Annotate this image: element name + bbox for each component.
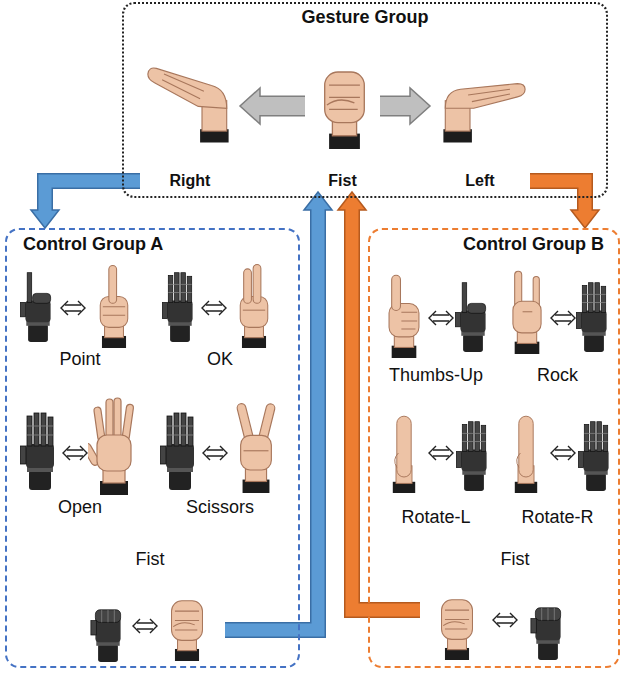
- arrow-shaft: [380, 97, 411, 115]
- group-title: Gesture Group: [301, 7, 428, 29]
- double-arrow: [551, 446, 575, 460]
- arrow-head: [571, 210, 599, 228]
- arrow-outline: [225, 209, 318, 630]
- node-label: Scissors: [186, 497, 254, 519]
- control-item: Thumbs-Up: [376, 268, 496, 388]
- node-label: Rock: [537, 365, 578, 387]
- human-hand: [240, 265, 268, 348]
- arrow-head: [240, 88, 260, 124]
- arrow-head: [338, 192, 366, 210]
- robot-hand: [160, 413, 194, 490]
- block-arrow: [380, 88, 430, 124]
- robot-hand: [578, 422, 609, 491]
- double-arrow: [61, 301, 85, 315]
- node-label: Left: [465, 171, 494, 190]
- human-hand: [325, 72, 365, 149]
- block-arrow: [338, 192, 420, 610]
- gesture-item: Fist: [305, 36, 380, 192]
- double-arrow: [493, 613, 517, 627]
- node-label: Fist: [501, 549, 530, 571]
- double-arrow: [202, 301, 226, 315]
- node-label: Open: [58, 497, 102, 519]
- group-title: Control Group B: [463, 234, 604, 256]
- node-label: Thumbs-Up: [389, 365, 483, 387]
- human-hand: [515, 416, 537, 493]
- double-arrow: [63, 446, 87, 460]
- double-arrow: [551, 311, 575, 325]
- arrow-shaft: [530, 181, 585, 211]
- human-hand: [442, 600, 473, 660]
- arrow-head: [304, 192, 332, 210]
- double-arrow: [133, 619, 157, 633]
- arrow-shaft: [45, 181, 140, 211]
- arrow-shaft: [352, 209, 420, 610]
- group-box: Gesture GroupRight Fist Left: [122, 2, 608, 198]
- arrow-outline: [352, 209, 420, 610]
- robot-hand: [456, 422, 487, 491]
- control-item: Fist: [75, 548, 225, 664]
- robot-hand: [20, 273, 51, 342]
- double-arrow: [429, 446, 453, 460]
- arrow-outline: [45, 181, 140, 211]
- node-label: Rotate-L: [401, 507, 470, 529]
- block-arrow: [530, 181, 599, 228]
- arrow-head: [410, 88, 430, 124]
- human-hand: [236, 403, 275, 493]
- robot-hand: [20, 413, 54, 490]
- arrow-head: [31, 210, 59, 228]
- robot-hand: [576, 283, 607, 352]
- control-item: Open: [15, 392, 145, 520]
- node-label: OK: [207, 349, 233, 371]
- human-hand: [389, 275, 419, 358]
- group-title: Control Group A: [23, 234, 163, 256]
- control-item: Rock: [500, 268, 615, 388]
- group-box: Control Group A Point OK Open ScissorsFist: [5, 228, 300, 668]
- double-arrow: [429, 311, 453, 325]
- robot-hand: [455, 283, 486, 352]
- arrow-outline: [530, 181, 585, 211]
- node-label: Fist: [136, 549, 165, 571]
- node-label: Point: [59, 349, 100, 371]
- control-item: OK: [155, 262, 285, 372]
- block-arrow: [225, 192, 332, 630]
- human-hand: [443, 84, 525, 143]
- node-label: Right: [170, 171, 211, 190]
- control-item: Rotate-L: [376, 405, 496, 530]
- robot-hand: [531, 608, 561, 660]
- control-item: Point: [15, 262, 145, 372]
- human-hand: [82, 398, 134, 495]
- double-arrow: [203, 446, 227, 460]
- human-hand: [172, 601, 203, 661]
- arrow-shaft: [225, 209, 318, 630]
- robot-hand: [91, 610, 121, 662]
- control-item: Rotate-R: [500, 405, 615, 530]
- block-arrow: [240, 88, 305, 124]
- group-box: Control Group B Thumbs-Up RockRotate-L Rota…: [368, 228, 620, 668]
- node-label: Rotate-R: [521, 507, 593, 529]
- gesture-item: Left: [430, 36, 530, 192]
- robot-hand: [162, 273, 193, 342]
- arrow-outline: [380, 96, 411, 117]
- control-item: Scissors: [155, 392, 285, 520]
- human-hand: [100, 265, 128, 348]
- human-hand: [393, 416, 415, 493]
- human-hand: [148, 68, 229, 142]
- arrow-outline: [259, 96, 305, 117]
- human-hand: [513, 271, 541, 354]
- control-item: Fist: [420, 548, 610, 664]
- arrow-shaft: [259, 97, 305, 115]
- gesture-item: Right: [140, 36, 240, 192]
- node-label: Fist: [328, 171, 356, 190]
